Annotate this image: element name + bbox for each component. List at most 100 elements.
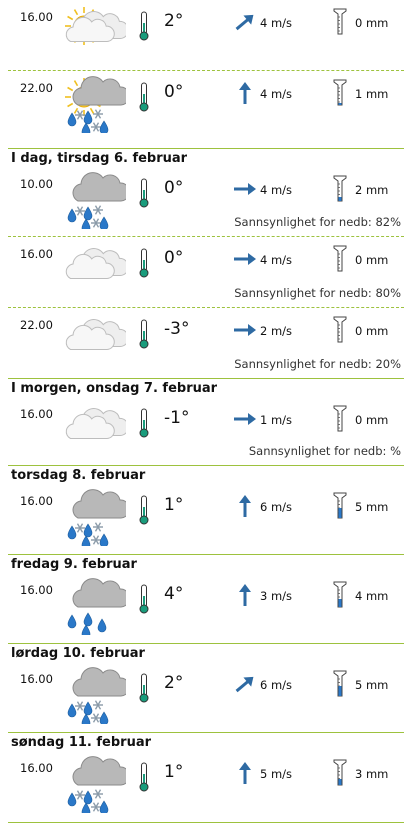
wind-speed: 1 m/s [260, 413, 293, 427]
thermometer-icon [138, 584, 150, 614]
row-separator [8, 70, 404, 71]
probability-label: Sannsynlighet for nedb: [234, 286, 372, 300]
precipitation-probability: Sannsynlighet for nedb: 80% [234, 286, 401, 300]
probability-value: 82% [375, 215, 401, 229]
temperature-value: 0° [164, 178, 184, 198]
wind-direction-arrow-icon [231, 247, 259, 271]
probability-value: 80% [375, 286, 401, 300]
day-heading: torsdag 8. februar [11, 468, 146, 483]
day-heading: I morgen, onsdag 7. februar [11, 381, 218, 396]
wind-speed: 4 m/s [260, 253, 293, 267]
precipitation-amount: 4 mm [355, 589, 389, 603]
rain-gauge-icon [333, 492, 347, 519]
row-separator [8, 732, 404, 733]
rain-gauge-icon [333, 8, 347, 35]
day-heading: I dag, tirsdag 6. februar [11, 151, 188, 166]
precipitation-amount: 0 mm [355, 16, 389, 30]
forecast-time: 16.00 [20, 672, 53, 686]
temperature-value: 1° [164, 762, 184, 782]
precipitation-amount: 5 mm [355, 500, 389, 514]
row-separator [8, 465, 404, 466]
forecast-time: 22.00 [20, 318, 53, 332]
cloud-rain-snow-icon [58, 169, 130, 233]
precipitation-amount: 0 mm [355, 413, 389, 427]
row-separator [8, 822, 404, 823]
row-separator [8, 643, 404, 644]
wind-direction-arrow-icon [231, 177, 259, 201]
thermometer-icon [138, 178, 150, 208]
wind-direction-arrow-icon [231, 672, 259, 696]
precipitation-amount: 0 mm [355, 253, 389, 267]
temperature-value: 4° [164, 584, 184, 604]
forecast-row: 16.00 0° 4 m/s 0 mm Sannsynlighet for nedb: … [0, 237, 406, 308]
wind-direction-arrow-icon [231, 10, 259, 34]
wind-speed: 4 m/s [260, 183, 293, 197]
precipitation-amount: 1 mm [355, 87, 389, 101]
thermometer-icon [138, 495, 150, 525]
forecast-time: 16.00 [20, 407, 53, 421]
precipitation-amount: 0 mm [355, 324, 389, 338]
day-heading: fredag 9. februar [11, 557, 137, 572]
wind-direction-arrow-icon [231, 583, 259, 607]
wind-direction-arrow-icon [231, 407, 259, 431]
probability-value: 20% [375, 357, 401, 371]
thermometer-icon [138, 408, 150, 438]
cloud-rain-snow-icon [58, 486, 130, 550]
sun-cloud-rain-snow-icon [58, 73, 130, 137]
precipitation-amount: 3 mm [355, 767, 389, 781]
temperature-value: 2° [164, 11, 184, 31]
probability-label: Sannsynlighet for nedb: [234, 357, 372, 371]
forecast-time: 16.00 [20, 494, 53, 508]
forecast-time: 16.00 [20, 247, 53, 261]
forecast-time: 16.00 [20, 583, 53, 597]
wind-direction-arrow-icon [231, 81, 259, 105]
rain-gauge-icon [333, 405, 347, 432]
wind-direction-arrow-icon [231, 494, 259, 518]
temperature-value: -1° [164, 408, 190, 428]
forecast-row: I dag, tirsdag 6. februar 10.00 0° 4 m/s 2 m… [0, 149, 406, 237]
row-separator [8, 236, 404, 237]
rain-gauge-icon [333, 581, 347, 608]
thermometer-icon [138, 762, 150, 792]
precipitation-probability: Sannsynlighet for nedb: 20% [234, 357, 401, 371]
wind-speed: 4 m/s [260, 87, 293, 101]
rain-gauge-icon [333, 759, 347, 786]
row-separator [8, 554, 404, 555]
forecast-time: 10.00 [20, 177, 53, 191]
wind-speed: 6 m/s [260, 678, 293, 692]
forecast-time: 16.00 [20, 761, 53, 775]
wind-speed: 6 m/s [260, 500, 293, 514]
probability-value: % [390, 444, 401, 458]
temperature-value: 0° [164, 82, 184, 102]
precipitation-amount: 2 mm [355, 183, 389, 197]
cloud-rain-snow-icon [58, 753, 130, 817]
partly-sunny-icon [58, 2, 129, 62]
temperature-value: 0° [164, 248, 184, 268]
probability-label: Sannsynlighet for nedb: [248, 444, 387, 458]
thermometer-icon [138, 11, 150, 41]
forecast-row: lørdag 10. februar 16.00 2° 6 m/s 5 mm [0, 644, 406, 733]
thermometer-icon [138, 319, 150, 349]
row-separator [8, 378, 404, 379]
precipitation-amount: 5 mm [355, 678, 389, 692]
forecast-row: I morgen, onsdag 7. februar 16.00 -1° 1 m/s… [0, 379, 406, 466]
wind-speed: 3 m/s [260, 589, 293, 603]
probability-label: Sannsynlighet for nedb: [234, 215, 372, 229]
cloud-rain-snow-icon [58, 664, 130, 728]
precipitation-probability: Sannsynlighet for nedb: % [249, 444, 401, 458]
day-heading: søndag 11. februar [11, 735, 152, 750]
rain-gauge-icon [333, 79, 347, 106]
day-heading: lørdag 10. februar [11, 646, 145, 661]
wind-speed: 5 m/s [260, 767, 293, 781]
row-separator [8, 148, 404, 149]
precipitation-probability: Sannsynlighet for nedb: 82% [234, 215, 401, 229]
temperature-value: 2° [164, 673, 184, 693]
thermometer-icon [138, 673, 150, 703]
cloud-rain-icon [58, 575, 130, 639]
rain-gauge-icon [333, 175, 347, 202]
